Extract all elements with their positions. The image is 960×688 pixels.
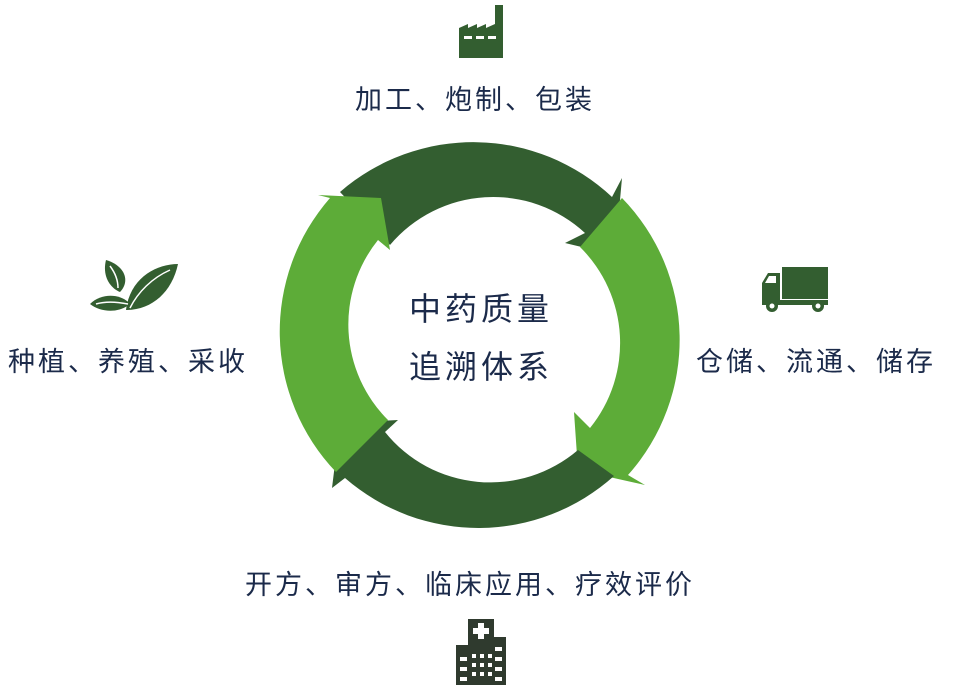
arrow-right: [574, 198, 680, 485]
hospital-icon: [456, 619, 506, 685]
truck-icon: [762, 267, 828, 312]
leaves-icon: [90, 260, 178, 311]
arrow-top: [340, 142, 622, 255]
stage-label-left: 种植、养殖、采收: [8, 347, 248, 378]
center-title-line2: 追溯体系: [408, 348, 553, 386]
arrow-bottom: [332, 420, 614, 528]
stage-label-right: 仓储、流通、储存: [696, 347, 936, 378]
stage-label-top: 加工、炮制、包装: [355, 85, 595, 116]
center-title: 中药质量 追溯体系: [381, 280, 581, 396]
stage-label-bottom: 开方、审方、临床应用、疗效评价: [245, 570, 695, 601]
center-title-line1: 中药质量: [408, 290, 553, 328]
arrow-left: [279, 195, 390, 472]
factory-icon: [459, 5, 503, 58]
